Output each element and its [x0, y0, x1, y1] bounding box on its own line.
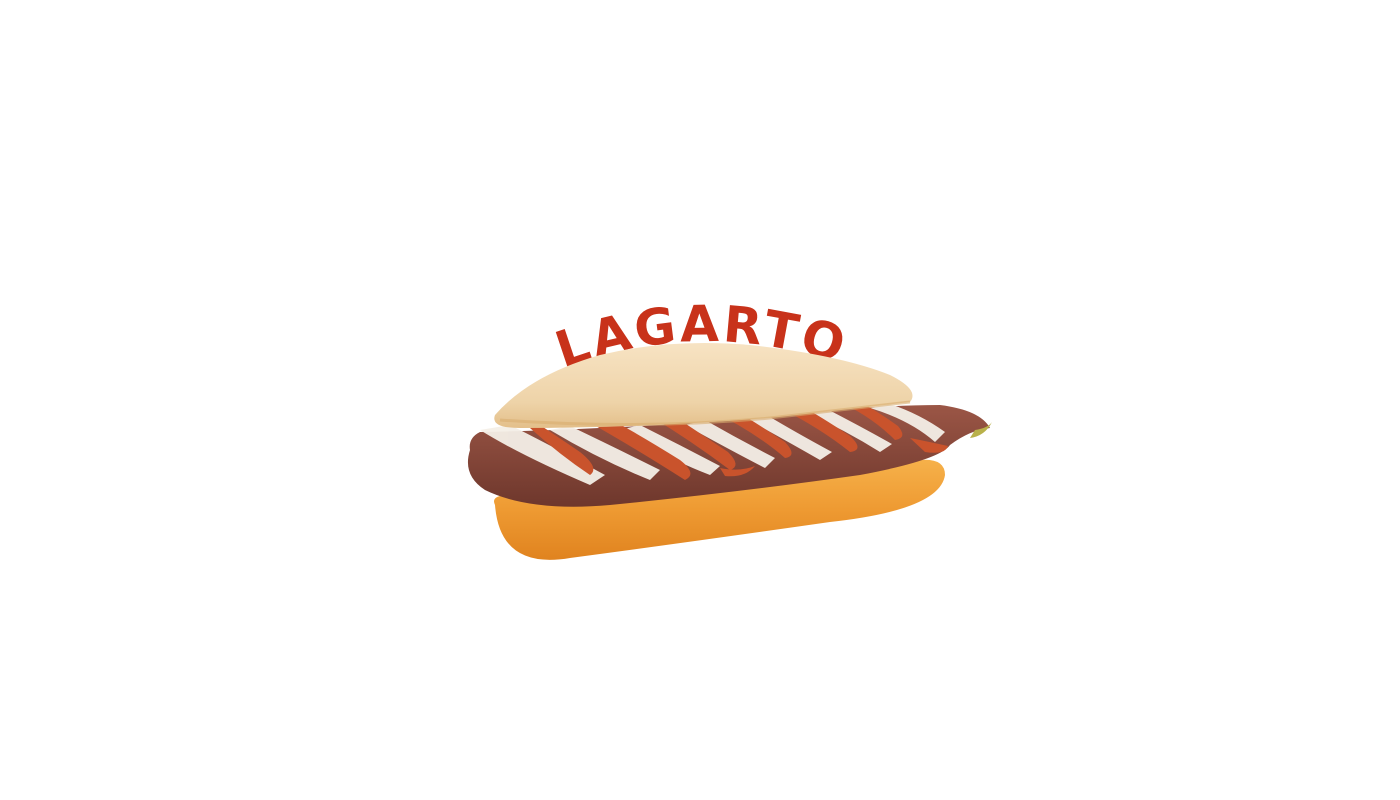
bottom-bun — [494, 459, 945, 560]
red-sauce — [530, 398, 948, 480]
top-bun-edge — [499, 400, 911, 427]
lettuce-hint — [970, 422, 992, 438]
product-image: LAGARTO — [440, 280, 1010, 580]
sandwich-illustration: LAGARTO — [467, 295, 992, 560]
top-bun — [494, 342, 913, 428]
white-sauce — [480, 404, 945, 485]
